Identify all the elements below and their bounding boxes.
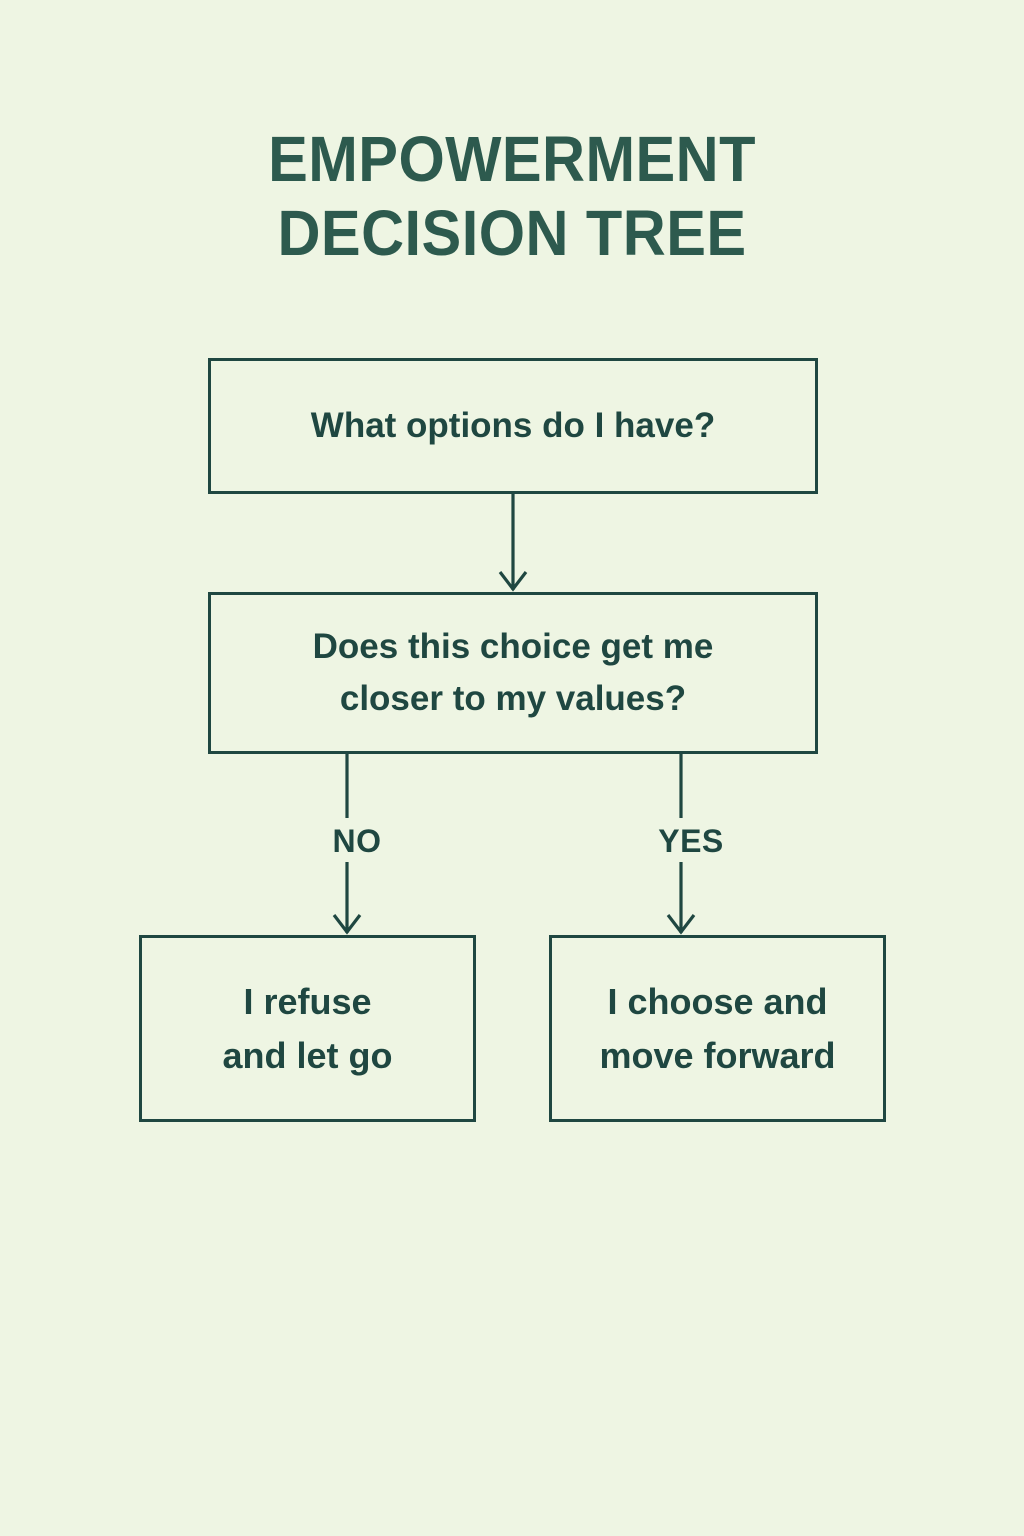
edge-label-no: NO <box>297 820 417 862</box>
node-root-label: What options do I have? <box>310 406 716 445</box>
node-root-what-options: What options do I have? <box>208 358 818 494</box>
edge-label-yes: YES <box>629 820 753 862</box>
edge-question-to-no-arrowhead <box>332 914 362 935</box>
edge-question-to-yes-arrowhead <box>666 914 696 935</box>
node-decision-label: Does this choice get me closer to my val… <box>312 627 714 718</box>
node-outcome-refuse: I refuse and let go <box>139 935 476 1122</box>
page-title: EMPOWERMENT DECISION TREE <box>268 123 756 269</box>
node-decision-values: Does this choice get me closer to my val… <box>208 592 818 754</box>
node-outcome-choose: I choose and move forward <box>549 935 886 1122</box>
node-outcome-refuse-label: I refuse and let go <box>222 980 393 1076</box>
edge-root-to-question-arrowhead <box>498 571 528 592</box>
node-outcome-choose-label: I choose and move forward <box>599 980 836 1076</box>
